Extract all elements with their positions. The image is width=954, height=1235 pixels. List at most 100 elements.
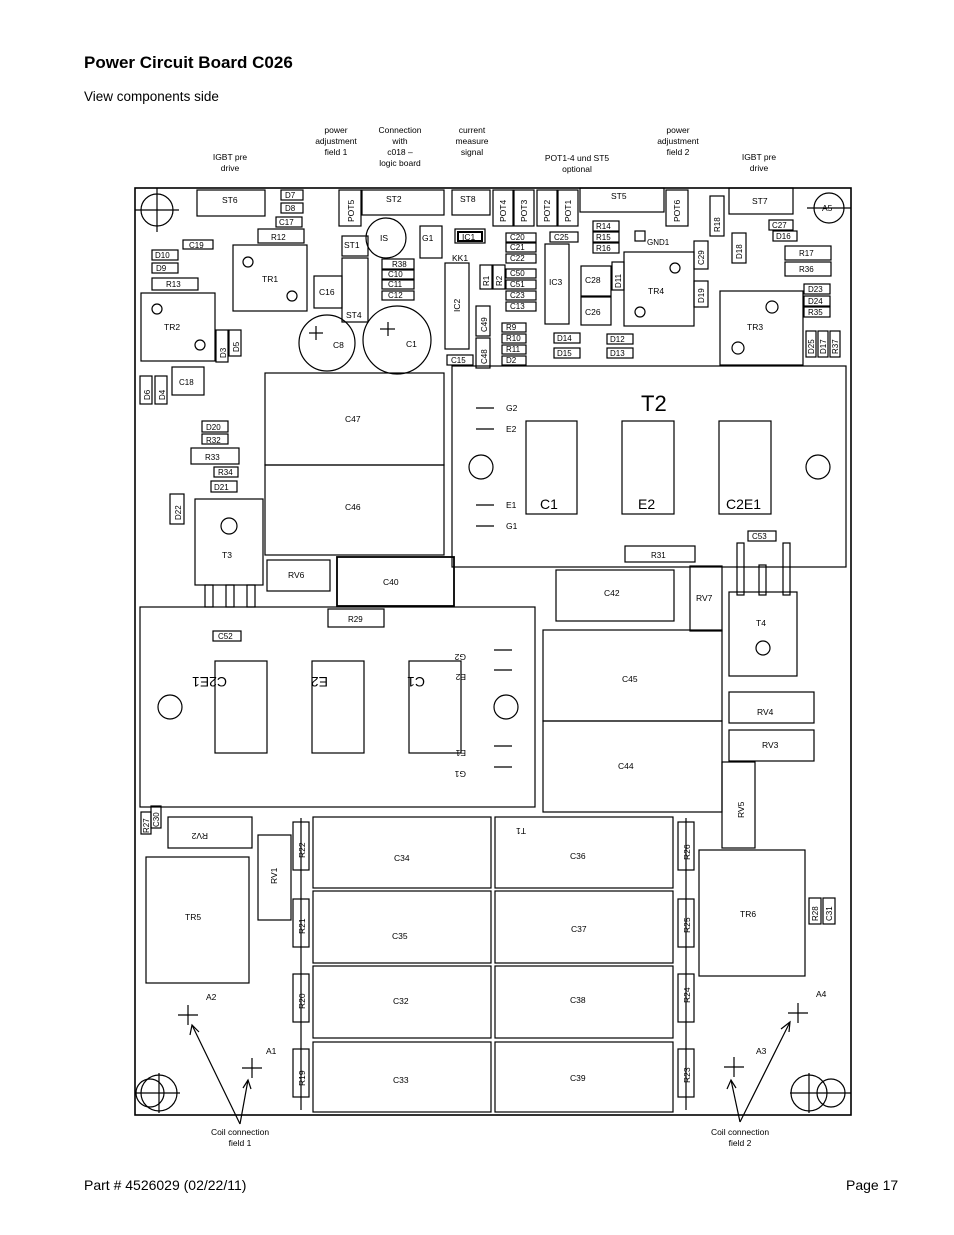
svg-text:C37: C37 (571, 924, 587, 934)
anchor-a3: A3 (724, 1046, 767, 1077)
svg-text:R11: R11 (506, 345, 521, 354)
svg-text:C12: C12 (388, 291, 403, 300)
svg-text:C35: C35 (392, 931, 408, 941)
svg-text:D19: D19 (697, 288, 706, 303)
svg-text:C20: C20 (510, 233, 525, 242)
svg-text:C31: C31 (825, 906, 834, 921)
svg-text:D6: D6 (143, 389, 152, 400)
svg-text:D8: D8 (285, 204, 296, 213)
svg-text:R14: R14 (596, 222, 611, 231)
svg-text:C45: C45 (622, 674, 638, 684)
svg-text:C18: C18 (179, 378, 194, 387)
svg-text:C16: C16 (319, 287, 335, 297)
cap-c45: C45 (542, 629, 723, 722)
board-outline (134, 187, 852, 1116)
svg-text:C47: C47 (345, 414, 361, 424)
cap-c8: C8 (298, 314, 356, 372)
svg-text:E2: E2 (311, 674, 328, 690)
svg-text:POT5: POT5 (346, 200, 356, 222)
svg-text:RV2: RV2 (191, 831, 208, 841)
svg-text:R24: R24 (682, 987, 692, 1003)
svg-text:R31: R31 (651, 551, 666, 560)
cap-c47: C47 (264, 372, 445, 466)
svg-text:D13: D13 (610, 349, 625, 358)
transformer-tr4: TR4 (623, 251, 695, 327)
svg-text:R10: R10 (506, 334, 521, 343)
svg-text:G1: G1 (506, 521, 518, 531)
pot-3: POT3 (513, 189, 535, 227)
svg-text:TR2: TR2 (164, 322, 180, 332)
anchor-a2: A2 (178, 992, 217, 1025)
module-t1: C2E1 E2 C1 G2 E2 E1 G1 T1 (139, 606, 536, 836)
svg-text:D10: D10 (155, 251, 170, 260)
cap-c28: C28 (580, 265, 612, 297)
cap-bank: C34 C36 C35 C37 C32 C38 C33 C39 (312, 816, 674, 1113)
svg-text:A3: A3 (756, 1046, 767, 1056)
page-title: Power Circuit Board C026 (84, 53, 293, 72)
connector-st7: ST7 (728, 187, 794, 215)
svg-text:R23: R23 (682, 1067, 692, 1083)
mounting-hole-icon (135, 188, 179, 232)
g1-component: G1 (419, 225, 443, 259)
svg-text:ST2: ST2 (386, 194, 402, 204)
svg-text:POT4: POT4 (498, 200, 508, 222)
label-st6: ST6 (222, 195, 238, 205)
module-t2: T2 G2 E2 E1 G1 C1 E2 C2E1 (451, 365, 847, 568)
svg-text:TR4: TR4 (648, 286, 664, 296)
svg-text:ST1: ST1 (344, 240, 360, 250)
svg-text:R21: R21 (297, 918, 307, 934)
cap-c44: C44 (542, 720, 723, 813)
svg-text:D22: D22 (174, 505, 183, 520)
svg-text:IC1: IC1 (462, 232, 476, 242)
svg-text:E1: E1 (455, 748, 466, 758)
ic-3: IC3 (544, 243, 570, 325)
svg-text:D12: D12 (610, 335, 625, 344)
footer-part-number: Part # 4526029 (02/22/11) (84, 1177, 247, 1193)
svg-text:ST4: ST4 (346, 310, 362, 320)
svg-text:R36: R36 (799, 265, 814, 274)
svg-text:C2E1: C2E1 (192, 674, 227, 690)
svg-text:C50: C50 (510, 269, 525, 278)
svg-text:D20: D20 (206, 423, 221, 432)
svg-text:R32: R32 (206, 436, 221, 445)
svg-text:RV7: RV7 (696, 593, 713, 603)
varistor-rv4: RV4 (728, 691, 815, 724)
pot-4: POT4 (492, 189, 514, 227)
svg-text:RV6: RV6 (288, 570, 305, 580)
pot-6: POT6 (665, 189, 689, 227)
svg-text:T2: T2 (641, 391, 667, 416)
svg-text:POT6: POT6 (672, 200, 682, 222)
svg-text:C21: C21 (510, 243, 525, 252)
svg-text:A1: A1 (266, 1046, 277, 1056)
svg-text:C48: C48 (480, 349, 489, 364)
svg-text:D18: D18 (735, 244, 744, 259)
svg-text:R12: R12 (271, 233, 286, 242)
connector-st6: ST6 (196, 189, 266, 217)
varistor-rv5: RV5 (721, 761, 756, 849)
svg-text:C33: C33 (393, 1075, 409, 1085)
svg-text:R35: R35 (808, 308, 823, 317)
svg-text:R16: R16 (596, 244, 611, 253)
svg-text:TR3: TR3 (747, 322, 763, 332)
svg-text:R1: R1 (482, 275, 491, 286)
svg-text:G2: G2 (454, 652, 466, 662)
varistor-rv7: RV7 (689, 565, 723, 632)
svg-text:E2: E2 (506, 424, 517, 434)
svg-text:C39: C39 (570, 1073, 586, 1083)
svg-text:C46: C46 (345, 502, 361, 512)
svg-text:R28: R28 (811, 906, 820, 921)
svg-text:C49: C49 (480, 317, 489, 332)
svg-text:G2: G2 (506, 403, 518, 413)
svg-text:T4: T4 (756, 618, 766, 628)
svg-text:C34: C34 (394, 853, 410, 863)
svg-text:D11: D11 (614, 273, 623, 288)
svg-text:R37: R37 (831, 339, 840, 354)
svg-text:IS: IS (380, 233, 388, 243)
